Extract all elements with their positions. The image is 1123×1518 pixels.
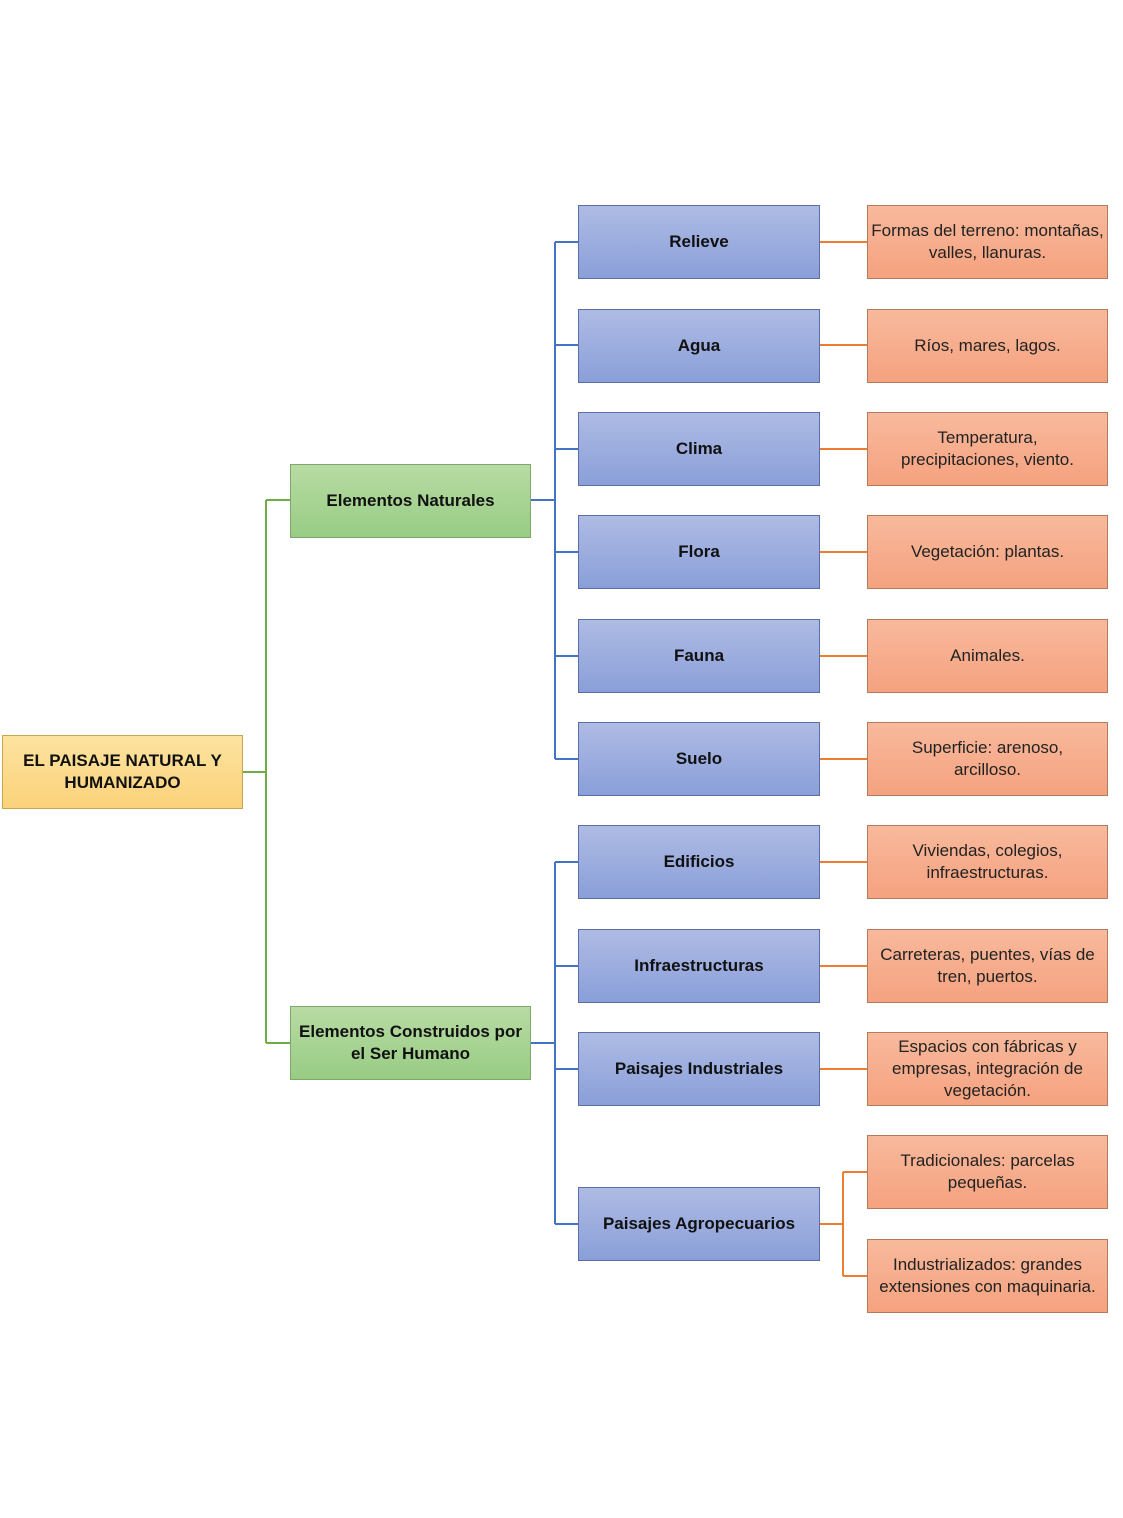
topic-label: Infraestructuras [634,956,764,976]
topic-node-relieve: Relieve [578,205,820,279]
topic-node-paisajes-industriales: Paisajes Industriales [578,1032,820,1106]
detail-node-flora: Vegetación: plantas. [867,515,1108,589]
detail-node-tradicionales: Tradicionales: parcelas pequeñas. [867,1135,1108,1209]
detail-node-edificios: Viviendas, colegios, infraestructuras. [867,825,1108,899]
detail-node-infraestructuras: Carreteras, puentes, vías de tren, puert… [867,929,1108,1003]
detail-text: Viviendas, colegios, infraestructuras. [912,841,1063,882]
topic-node-flora: Flora [578,515,820,589]
branch-label: Elementos Naturales [326,491,495,511]
branch-label: Elementos Construidos por el Ser Humano [299,1022,522,1063]
detail-node-clima: Temperatura, precipitaciones, viento. [867,412,1108,486]
root-label: EL PAISAJE NATURAL Y HUMANIZADO [23,751,222,792]
branch-node-natural: Elementos Naturales [290,464,531,538]
topic-label: Edificios [663,852,735,872]
detail-node-fauna: Animales. [867,619,1108,693]
topic-node-edificios: Edificios [578,825,820,899]
branch-connectors [530,241,578,1225]
topic-label: Paisajes Industriales [614,1059,784,1079]
topic-node-fauna: Fauna [578,619,820,693]
topic-label: Paisajes Agropecuarios [602,1214,796,1234]
detail-text: Temperatura, precipitaciones, viento. [901,428,1074,469]
root-connectors [242,499,290,1044]
detail-text: Espacios con fábricas y empresas, integr… [892,1037,1083,1100]
topic-node-infraestructuras: Infraestructuras [578,929,820,1003]
branch-node-built: Elementos Construidos por el Ser Humano [290,1006,531,1080]
detail-text: Animales. [950,646,1025,666]
detail-text: Carreteras, puentes, vías de tren, puert… [880,945,1095,986]
topic-node-paisajes-agropecuarios: Paisajes Agropecuarios [578,1187,820,1261]
detail-text: Industrializados: grandes extensiones co… [879,1255,1096,1296]
topic-node-agua: Agua [578,309,820,383]
detail-node-industrializados: Industrializados: grandes extensiones co… [867,1239,1108,1313]
detail-node-relieve: Formas del terreno: montañas, valles, ll… [867,205,1108,279]
detail-node-paisajes-industriales: Espacios con fábricas y empresas, integr… [867,1032,1108,1106]
topic-node-clima: Clima [578,412,820,486]
topic-label: Fauna [673,646,725,666]
topic-label: Relieve [669,232,729,252]
topic-label: Flora [678,542,720,562]
detail-node-suelo: Superficie: arenoso, arcilloso. [867,722,1108,796]
detail-connectors [820,241,867,1277]
root-node: EL PAISAJE NATURAL Y HUMANIZADO [2,735,243,809]
topic-node-suelo: Suelo [578,722,820,796]
detail-text: Formas del terreno: montañas, valles, ll… [871,221,1104,262]
detail-text: Tradicionales: parcelas pequeñas. [900,1151,1075,1192]
detail-text: Superficie: arenoso, arcilloso. [911,738,1064,779]
detail-node-agua: Ríos, mares, lagos. [867,309,1108,383]
topic-label: Clima [675,439,723,459]
topic-label: Suelo [675,749,723,769]
detail-text: Vegetación: plantas. [910,542,1065,562]
topic-label: Agua [677,336,721,356]
detail-text: Ríos, mares, lagos. [914,336,1061,356]
